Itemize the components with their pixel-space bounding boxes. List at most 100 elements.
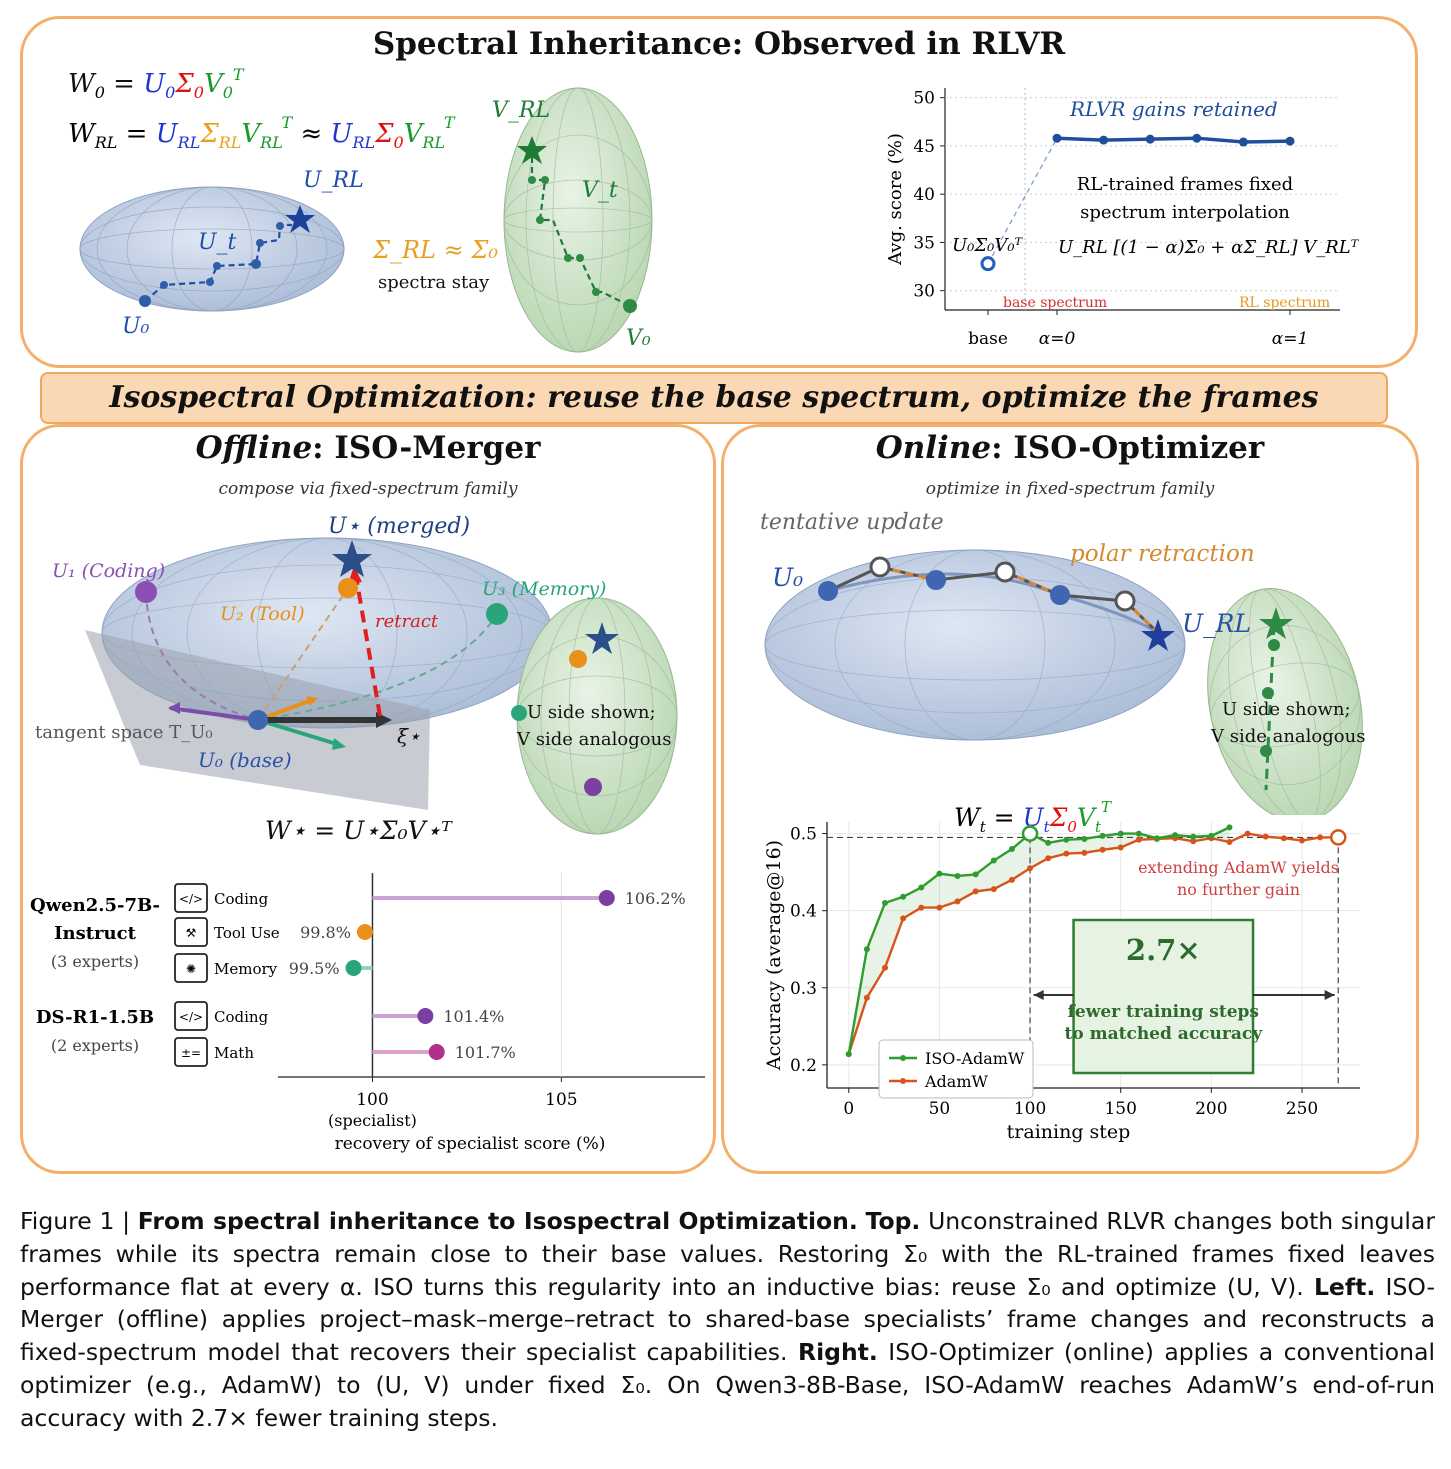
- label-u0-base: U₀ (base): [198, 748, 292, 772]
- category-label: Coding: [214, 1008, 269, 1026]
- arrow-right-head: [1324, 990, 1335, 1000]
- series-point: [882, 899, 889, 906]
- label-v-rl: V_RL: [492, 98, 551, 123]
- annotation-base-spectrum: base spectrum: [1003, 295, 1107, 311]
- lollipop-point: [598, 890, 615, 906]
- w-t-equation: Wt = UtΣ0VtT: [954, 798, 1112, 836]
- caption-title: From spectral inheritance to Isospectral…: [137, 1207, 858, 1235]
- svg-text:W0 = U0Σ0V0T: W0 = U0Σ0V0T: [68, 65, 245, 102]
- series-point: [1285, 136, 1295, 146]
- label-xi-star: ξ⋆: [397, 724, 421, 748]
- gap-shading: [848, 827, 1230, 1055]
- label-u-0: U₀: [122, 314, 150, 339]
- connector-line: [987, 137, 1058, 264]
- label-retract: retract: [375, 611, 439, 632]
- series-point: [1317, 834, 1324, 841]
- top-title: Spectral Inheritance: Observed in RLVR: [372, 26, 1066, 62]
- series-point: [1298, 837, 1305, 844]
- right-subtitle: optimize in fixed-spectrum family: [925, 479, 1215, 499]
- y-tick-label: 30: [913, 282, 935, 302]
- tools-icon: ⚒: [174, 917, 208, 947]
- svg-text:Wt = UtΣ0VtT: Wt = UtΣ0VtT: [954, 798, 1112, 836]
- adamw-end-marker: [1329, 829, 1347, 846]
- label-u1-coding: U₁ (Coding): [52, 560, 166, 582]
- base-point-label: U₀Σ₀V₀ᵀ: [952, 235, 1024, 256]
- figure-caption: Figure 1 | From spectral inheritance to …: [20, 1205, 1435, 1435]
- caption-right-label: Right.: [797, 1338, 878, 1367]
- label-v-side-analogous: V side analogous: [517, 729, 672, 750]
- iso-banner: Isospectral Optimization: reuse the base…: [40, 372, 1388, 424]
- series-point: [900, 893, 907, 900]
- svg-text:±=: ±=: [181, 1046, 201, 1060]
- value-label: 99.8%: [300, 923, 351, 942]
- base-point: [980, 256, 996, 272]
- label-right-u-side: U side shown;: [1222, 699, 1351, 720]
- group-model-1b: Instruct: [54, 923, 136, 944]
- legend-marker: [900, 1055, 906, 1061]
- spectra-stay-label: spectra stay: [378, 272, 490, 293]
- left-title-italic: Offline: [195, 430, 313, 466]
- series-point: [1027, 865, 1034, 872]
- x-tick-label: α=1: [1272, 329, 1309, 349]
- series-point: [1226, 839, 1233, 846]
- group-model-2: DS-R1-1.5B: [36, 1007, 154, 1028]
- iso-merger-diagram: [85, 537, 678, 835]
- annotation-interpolation: spectrum interpolation: [1080, 202, 1290, 223]
- u-manifold-ellipsoid: [79, 186, 345, 312]
- series-point: [845, 1051, 852, 1058]
- group-experts-1: (3 experts): [51, 952, 139, 971]
- lollipop-point: [356, 924, 373, 940]
- label-u-side-shown: U side shown;: [527, 702, 656, 723]
- left-title: Offline: ISO-Merger: [20, 430, 716, 466]
- legend-label: ISO-AdamW: [925, 1049, 1025, 1068]
- iso-optimizer-diagram: [764, 549, 1363, 815]
- caption-left-text: ISO-Merger (offline) applies project–mas…: [20, 1272, 1435, 1367]
- label-u2-tool: U₂ (Tool): [220, 603, 305, 625]
- legend-label: AdamW: [924, 1072, 989, 1091]
- series-point: [1099, 832, 1106, 839]
- x-tick-label: 250: [1286, 1099, 1318, 1119]
- y-tick-label: 40: [913, 185, 935, 205]
- lollipop-point: [417, 1008, 434, 1024]
- right-title-italic: Online: [875, 430, 992, 466]
- right-title: Online: ISO-Optimizer: [721, 430, 1419, 466]
- x-tick-sublabel: (specialist): [328, 1111, 417, 1130]
- series-point: [1190, 838, 1197, 845]
- value-label: 99.5%: [289, 959, 340, 978]
- label-v-t: V_t: [582, 178, 618, 203]
- label-tentative-update: tentative update: [760, 510, 944, 535]
- annotation-rl-spectrum: RL spectrum: [1239, 295, 1330, 311]
- series-point: [1135, 836, 1142, 843]
- x-tick-label: 150: [1104, 1099, 1136, 1119]
- iso-match-marker: [1021, 825, 1039, 842]
- x-axis-label: recovery of specialist score (%): [335, 1134, 606, 1154]
- code-icon: </>: [174, 883, 208, 913]
- series-point: [1190, 833, 1197, 840]
- y-tick-label: 0.5: [790, 825, 817, 845]
- w-star-equation: W⋆ = U⋆Σ₀V⋆ᵀ: [265, 816, 452, 845]
- series-point: [936, 870, 943, 877]
- series-point: [1081, 835, 1088, 842]
- speedup-text-2: to matched accuracy: [1065, 1024, 1264, 1044]
- y-tick-label: 0.2: [790, 1056, 817, 1076]
- series-point: [918, 904, 925, 911]
- extend-note-line1: extending AdamW yields: [1138, 858, 1339, 877]
- series-point: [1008, 845, 1015, 852]
- calculator-icon: ±=: [174, 1037, 208, 1067]
- label-u-rl: U_RL: [303, 168, 364, 193]
- category-label: Coding: [214, 890, 269, 908]
- value-label: 101.7%: [455, 1043, 516, 1062]
- series-line: [847, 832, 1339, 1055]
- series-point: [1117, 830, 1124, 837]
- series-point: [990, 857, 997, 864]
- series-point: [1081, 849, 1088, 856]
- legend-marker: [900, 1078, 906, 1084]
- series-point: [1008, 876, 1015, 883]
- left-title-rest: : ISO-Merger: [312, 430, 541, 466]
- x-tick-label: 200: [1195, 1099, 1227, 1119]
- series-point: [1172, 832, 1179, 839]
- code-icon: </>: [174, 1001, 208, 1031]
- series-point: [1145, 134, 1155, 144]
- caption-top-label: Top.: [865, 1207, 921, 1235]
